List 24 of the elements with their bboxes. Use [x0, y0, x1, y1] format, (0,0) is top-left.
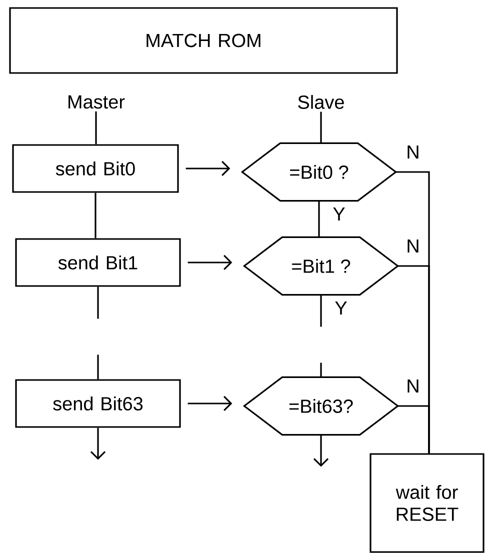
process-box: send Bit63 — [15, 379, 181, 428]
lane-label: Slave — [298, 95, 344, 109]
edge-label: N — [408, 145, 418, 159]
process-box: MATCH ROM — [9, 7, 398, 74]
lane-label: Master — [68, 95, 125, 109]
process-box: wait for RESET — [370, 453, 484, 553]
connector-line — [94, 192, 96, 238]
process-box: send Bit1 — [15, 238, 181, 287]
arrow — [313, 434, 329, 467]
edge-label: N — [408, 239, 418, 253]
connector-line — [320, 294, 322, 378]
connector-line — [95, 111, 97, 144]
edge-label: N — [408, 379, 418, 393]
connector-line — [320, 112, 322, 144]
edge-label: Y — [333, 207, 345, 221]
arrow — [188, 396, 232, 412]
edge-label: Y — [335, 301, 347, 315]
arrow — [186, 160, 230, 176]
connector-line — [318, 200, 320, 238]
connector-line — [97, 286, 99, 380]
connector-line — [398, 405, 430, 454]
process-box: send Bit0 — [12, 144, 179, 193]
arrow — [188, 254, 232, 270]
arrow — [90, 428, 106, 460]
